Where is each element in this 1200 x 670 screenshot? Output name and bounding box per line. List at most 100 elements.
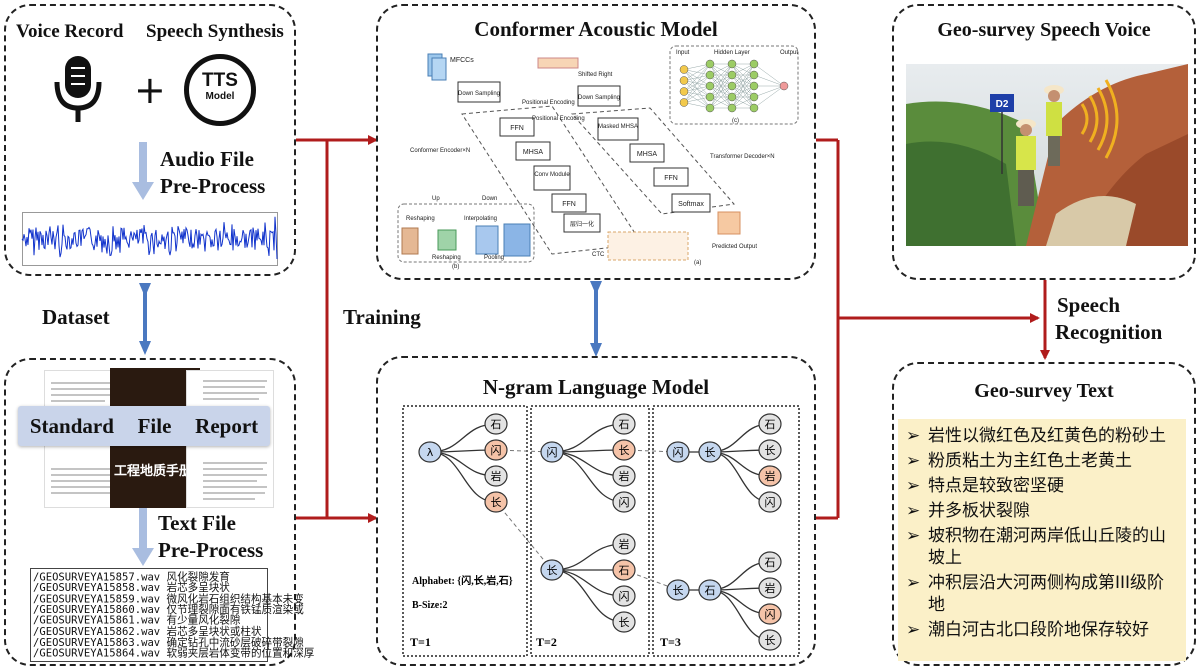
text-preprocess-label: Text File Pre-Process <box>158 510 263 564</box>
tree-node-circle <box>612 559 636 581</box>
tree-node-circle <box>758 551 782 573</box>
handbook-title: 工程地质手册 <box>114 464 193 479</box>
tree-node: 闪 <box>612 491 636 513</box>
nn-node <box>705 103 715 113</box>
audio-preprocess-label: Audio File Pre-Process <box>160 146 265 200</box>
file-list-box: /GEOSURVEYA15857.wav 风化裂隙发育/GEOSURVEYA15… <box>30 568 314 662</box>
tree-node-circle <box>540 559 564 581</box>
nn-node <box>679 76 689 85</box>
geo-text-list: ➢岩性以微红色及红黄色的粉砂土➢粉质粘土为主红色土老黄土➢特点是较致密坚硬➢并多… <box>898 419 1186 661</box>
tree-node-label: 岩 <box>765 581 776 595</box>
encoder-norm <box>563 213 601 233</box>
step-box-t1 <box>402 405 528 657</box>
file-list-line: /GEOSURVEYA15862.wav 岩芯多呈块状或柱状 <box>33 625 262 638</box>
tree-node-label: 石 <box>491 418 502 431</box>
tree-node-label: 闪 <box>491 443 502 457</box>
reshaping-text-1: Reshaping <box>406 216 435 222</box>
tree-node-circle <box>612 585 636 607</box>
encoder-conv-module <box>533 165 571 191</box>
tree-node-circle <box>698 579 722 601</box>
tree-node: 闪 <box>758 491 782 513</box>
voice-record-label: Voice Record <box>16 21 124 42</box>
d2-sign-text: D2 <box>996 99 1009 110</box>
tree-node-label: 岩 <box>619 537 630 551</box>
tensor-block-2 <box>437 229 457 251</box>
tree-node: 长 <box>612 611 636 633</box>
tree-node: 闪 <box>484 439 508 461</box>
tree-node: 长 <box>758 439 782 461</box>
nn-node <box>727 103 737 113</box>
tree-node: 岩 <box>612 465 636 487</box>
encoder-label: Conformer Encoder×N <box>410 148 470 154</box>
arrow-bullet-icon: ➢ <box>906 620 921 640</box>
tree-node-label: 闪 <box>765 495 776 509</box>
geo-text-item: ➢并多板状裂隙 <box>906 500 1178 522</box>
tree-node: 岩 <box>612 533 636 555</box>
doc-lines-right <box>203 380 267 500</box>
geo-text-panel: Geo-survey Text ➢岩性以微红色及红黄色的粉砂土➢粉质粘土为主红色… <box>892 362 1196 666</box>
nn-connection <box>731 63 755 109</box>
tree-node-label: 石 <box>619 418 630 431</box>
tree-node-label: 长 <box>491 496 502 509</box>
geo-text-title: Geo-survey Text <box>974 380 1114 402</box>
tree-node: 长 <box>612 439 636 461</box>
text-preprocess-line2: Pre-Process <box>158 538 264 562</box>
nn-connection <box>683 63 711 103</box>
input-text: Input <box>676 50 690 56</box>
tree-node-label: 长 <box>547 564 558 577</box>
beam-link-dashed <box>495 501 553 571</box>
tree-node-label: 石 <box>619 564 630 577</box>
tree-node-circle <box>758 577 782 599</box>
banner-word-standard: Standard <box>29 413 114 438</box>
tree-node: 长 <box>666 579 690 601</box>
geo-text-item: ➢冲积层沿大河两侧构成第III级阶地 <box>906 572 1178 616</box>
softmax-text: Softmax <box>678 201 704 208</box>
decoder-mhsa <box>629 143 665 163</box>
nn-connection <box>753 63 785 87</box>
nn-connection <box>753 85 785 98</box>
tree-node-circle <box>612 439 636 461</box>
tree-node-label: 长 <box>619 444 630 457</box>
geo-text-item-label: 岩性以微红色及红黄色的粉砂土 <box>928 426 1166 446</box>
file-list-line: /GEOSURVEYA15857.wav 风化裂隙发育 <box>33 570 230 584</box>
tts-model-label: Model <box>205 91 235 102</box>
down-sampling-text-2: Down Sampling <box>578 95 620 101</box>
nn-connection <box>731 74 755 109</box>
tensor-block-3 <box>475 225 499 255</box>
nn-node <box>705 92 715 102</box>
nn-connection <box>753 74 785 87</box>
geo-text-item-label: 坡积物在潮河两岸低山丘陵的山坡上 <box>928 526 1166 568</box>
tree-node: 长 <box>484 491 508 513</box>
tree-node-label: 闪 <box>673 445 684 459</box>
nn-node <box>749 70 759 80</box>
nn-node <box>679 65 689 74</box>
nn-node <box>749 92 759 102</box>
tensor-block-4 <box>503 223 531 257</box>
tree-node-label: 石 <box>765 556 776 569</box>
tree-node-circle <box>758 465 782 487</box>
ctc-block <box>607 231 689 261</box>
nn-connection <box>683 63 711 70</box>
nn-node <box>749 103 759 113</box>
up-text: Up <box>432 196 440 202</box>
encoder-down-sampling <box>457 81 501 103</box>
geo-text-item-label: 潮白河古北口段阶地保存较好 <box>928 620 1149 640</box>
nn-connection <box>683 63 711 92</box>
nn-node <box>679 98 689 107</box>
sub-b-text: (b) <box>452 264 459 270</box>
nn-connection <box>683 63 711 81</box>
nn-node <box>779 81 789 91</box>
down-sampling-text: Down Sampling <box>458 91 500 97</box>
survey-worker-1 <box>1044 85 1064 166</box>
nn-connection <box>731 85 755 109</box>
reshaping-text-2: Reshaping <box>432 255 461 261</box>
mfcc-block-2 <box>431 57 447 81</box>
tree-node: 石 <box>698 579 722 601</box>
file-list-line: /GEOSURVEYA15859.wav 微风化岩石组织结构基本未变 <box>33 592 304 606</box>
subfigure-c-box <box>669 45 799 125</box>
encoder-mhsa <box>515 141 551 161</box>
geo-text-item-label: 冲积层沿大河两侧构成第III级阶地 <box>928 573 1165 615</box>
audio-panel: Voice Record Speech Synthesis + TTS Mode… <box>4 4 296 276</box>
tree-node-label: 长 <box>619 616 630 629</box>
speech-recognition-line1: Speech <box>1057 293 1120 317</box>
